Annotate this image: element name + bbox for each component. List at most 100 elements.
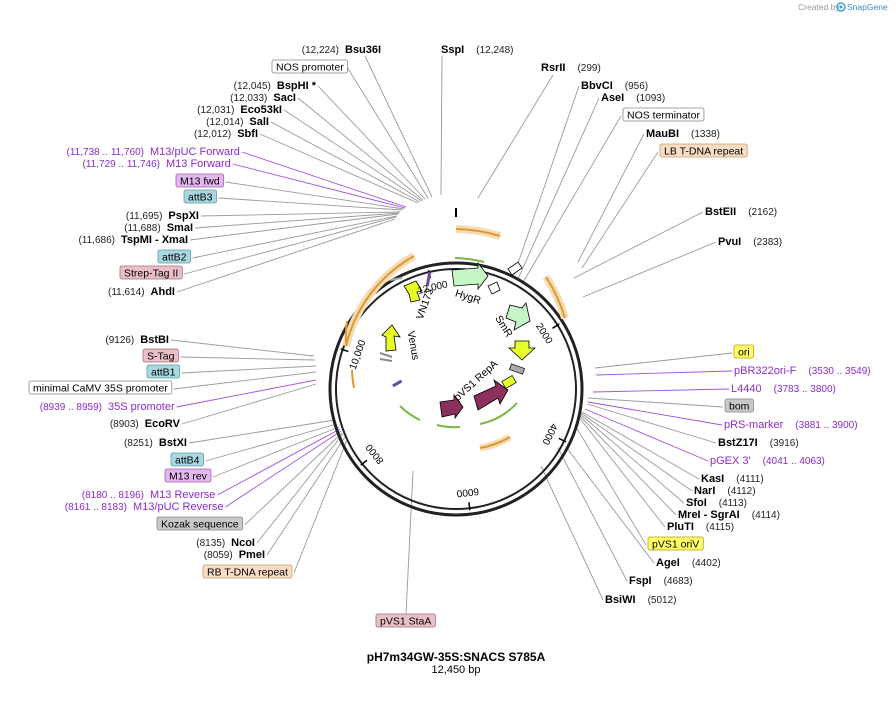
site-name: MreI - SgrAI	[678, 509, 740, 521]
label-pvs1-stAa[interactable]: pVS1 StaA	[375, 613, 436, 628]
arc-green-right	[479, 402, 518, 425]
label-bstxi[interactable]: (8251)BstXI	[124, 437, 187, 449]
label-lb-tdna[interactable]: LB T-DNA repeat	[659, 143, 748, 158]
leader-saci	[297, 97, 424, 201]
label-camv35s[interactable]: minimal CaMV 35S promoter	[28, 380, 173, 395]
label-sfoi[interactable]: (4113)SfoI	[686, 497, 747, 509]
leader-sgrai	[578, 414, 677, 516]
label-rb-tdna[interactable]: RB T-DNA repeat	[202, 564, 293, 579]
label-35s-promoter[interactable]: (8939 .. 8959) 35S promoter	[40, 401, 175, 413]
label-pluti[interactable]: (4115)PluTI	[667, 521, 734, 533]
label-agei[interactable]: (4402)AgeI	[656, 557, 721, 569]
site-name: 35S promoter	[108, 401, 175, 413]
label-m13-puc-fwd[interactable]: (11,738 .. 11,760)M13/pUC Forward	[67, 146, 240, 158]
position: (3783 .. 3800)	[774, 384, 836, 395]
label-attb2[interactable]: attB2	[157, 249, 191, 264]
label-prs-marker[interactable]: (3881 .. 3900)pRS-marker	[724, 419, 858, 431]
label-m13-reverse[interactable]: (8180 .. 8196)M13 Reverse	[82, 489, 216, 501]
feature-box	[156, 516, 244, 531]
label-asei[interactable]: (1093)AseI	[601, 92, 665, 104]
arc-small-b	[351, 369, 355, 389]
label-nos-promoter[interactable]: NOS promoter	[271, 59, 349, 74]
label-saci[interactable]: (12,033)SacI	[230, 92, 296, 104]
label-fspi[interactable]: (4683)FspI	[629, 575, 693, 587]
label-bstbi[interactable]: (9126)BstBI	[105, 334, 169, 346]
label-smai[interactable]: (11,688)SmaI	[124, 222, 193, 234]
label-attb3[interactable]: attB3	[183, 189, 217, 204]
tick-label-2: 6000	[456, 485, 480, 498]
label-mauBI[interactable]: (1338)MauBI	[646, 128, 720, 140]
label-bsu36i[interactable]: (12,224)Bsu36I	[302, 44, 381, 56]
label-sgrai[interactable]: (4114)MreI - SgrAI	[678, 509, 780, 521]
label-sspi[interactable]: (12,248)SspI	[441, 44, 513, 56]
label-kozak[interactable]: Kozak sequence	[156, 516, 244, 531]
label-pbr322ori-f[interactable]: (3530 .. 3549)pBR322ori-F	[734, 365, 871, 377]
label-m13-rev[interactable]: M13 rev	[164, 468, 212, 483]
label-bstz17i[interactable]: (3916)BstZ17I	[718, 437, 799, 449]
leader-xmai	[189, 213, 399, 241]
small-mark-a	[425, 271, 432, 287]
site-name: SbfI	[237, 128, 258, 140]
leader-m13-reverse	[217, 428, 341, 496]
label-s-tag[interactable]: S-Tag	[142, 348, 179, 363]
site-name: PvuI	[718, 236, 741, 248]
label-pgex3[interactable]: (4041 .. 4063)pGEX 3'	[710, 455, 825, 467]
label-bsphi[interactable]: (12,045)BspHI *	[234, 80, 317, 92]
label-sbfi[interactable]: (12,012)SbfI	[194, 128, 258, 140]
label-rsrii[interactable]: (299)RsrII	[541, 62, 601, 74]
label-bbvci[interactable]: (956)BbvCI	[581, 80, 648, 92]
label-pmei[interactable]: (8059)PmeI	[204, 549, 265, 561]
label-ori[interactable]: ori	[733, 344, 755, 359]
site-name: EcoRV	[145, 418, 181, 430]
tick-0	[552, 323, 560, 329]
label-kasi[interactable]: (4111) KasI	[701, 473, 764, 485]
label-m13-fwd[interactable]: M13 fwd	[175, 173, 225, 188]
label-m13-puc-rev[interactable]: (8161 .. 8183)M13/pUC Reverse	[65, 501, 224, 513]
label-nari[interactable]: (4112)NarI	[694, 485, 756, 497]
label-xmai[interactable]: (11,686)TspMI - XmaI	[78, 234, 188, 246]
feature-name: RB T-DNA repeat	[207, 567, 288, 579]
position: (1093)	[636, 93, 665, 104]
label-ahdi[interactable]: (11,614)AhdI	[108, 286, 175, 298]
label-bom[interactable]: bom	[724, 398, 754, 413]
tick-label-3: 8000	[364, 441, 387, 466]
feature-name: Strep-Tag II	[124, 268, 178, 280]
leader-ahdi	[176, 218, 396, 293]
label-nos-terminator[interactable]: NOS terminator	[622, 107, 705, 122]
label-ecorv[interactable]: (8903)EcoRV	[110, 418, 181, 430]
site-name: KasI	[701, 473, 724, 485]
arc-repa-lower-line	[479, 436, 511, 449]
tick-label-4: 10,000	[348, 338, 369, 371]
label-bsiwi[interactable]: (5012)BsiWI	[605, 594, 676, 606]
position: (4111)	[736, 474, 763, 485]
venus-arrow	[381, 324, 401, 352]
label-eco53ki[interactable]: (12,031)Eco53kI	[197, 104, 282, 116]
position: (12,031)	[197, 105, 234, 116]
leader-kozak	[244, 432, 343, 526]
label-attb1[interactable]: attB1	[146, 364, 180, 379]
leader-ori	[594, 352, 733, 369]
label-pvs1-oriv[interactable]: pVS1 oriV	[647, 536, 704, 551]
feature-box	[622, 107, 705, 122]
label-pvui[interactable]: (2383)PvuI	[718, 236, 782, 248]
label-l4440[interactable]: (3783 .. 3800)L4440	[731, 383, 836, 395]
label-pspxi[interactable]: (11,695)PspXI	[126, 210, 199, 222]
label-sali[interactable]: (12,014)SalI	[206, 116, 269, 128]
leader-ncoi	[256, 433, 344, 544]
leader-s-tag	[180, 356, 316, 361]
arc-green-bottom	[436, 424, 461, 429]
label-m13-fwd-primer[interactable]: (11,729 .. 11,746)M13 Forward	[83, 158, 231, 170]
tick-4	[340, 348, 349, 353]
label-strep-tag[interactable]: Strep-Tag II	[119, 265, 183, 280]
label-attb4[interactable]: attB4	[170, 452, 204, 467]
site-name: BstXI	[159, 437, 187, 449]
label-ncoi[interactable]: (8135)NcoI	[196, 537, 255, 549]
site-name: M13/pUC Reverse	[133, 501, 223, 513]
arc-green-left	[399, 405, 421, 421]
label-bsteii[interactable]: (2162)BstEII	[705, 206, 777, 218]
feature-name: Kozak sequence	[161, 519, 239, 531]
leader-bbvci	[513, 85, 580, 276]
position: (8939 .. 8959)	[40, 402, 102, 413]
position: (956)	[625, 81, 648, 92]
site-name: PspXI	[168, 210, 199, 222]
